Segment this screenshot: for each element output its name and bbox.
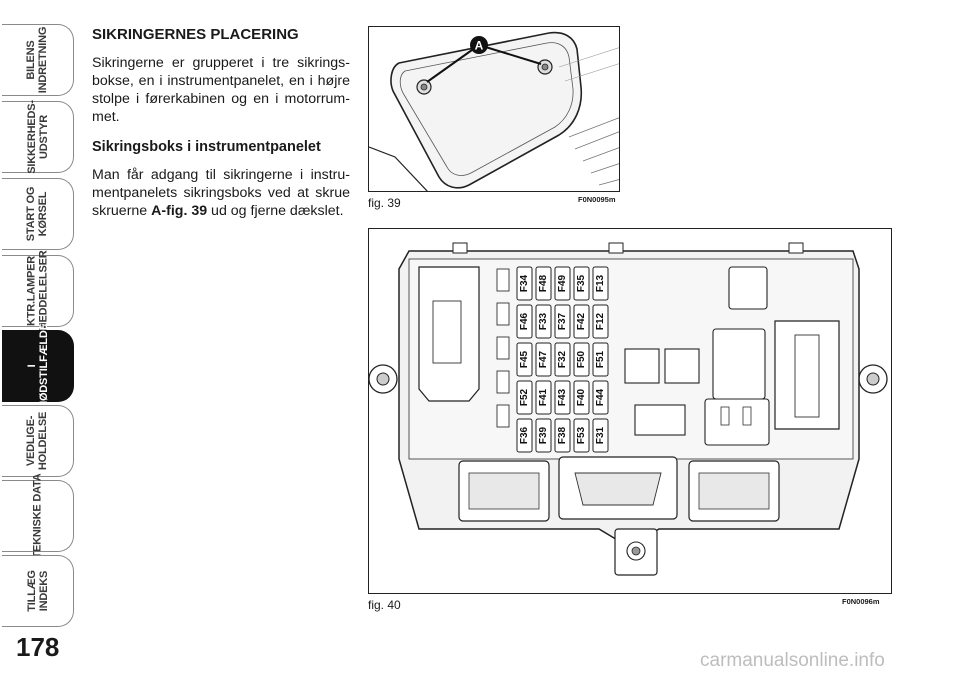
tab-bilens-indretning[interactable]: BILENS INDRETNING (2, 24, 74, 96)
fuse-slot (573, 380, 590, 415)
fuse-slot (573, 304, 590, 339)
callout-a: A (475, 39, 484, 53)
fuse-label: F47 (538, 350, 549, 368)
fuse-slot (592, 380, 609, 415)
text-column: SIKRINGERNES PLACERING Sikringerne er gr… (92, 26, 350, 220)
fuse-label: F43 (557, 388, 568, 406)
tab-tekniske-data[interactable]: TEKNISKE DATA (2, 474, 74, 559)
fuse-grid: F34F46F45F52F36F48F33F47F41F39F49F37F32F… (516, 266, 609, 453)
fuse-slot (535, 342, 552, 377)
fuse-label: F35 (576, 274, 587, 292)
tab-ktr-lamper[interactable]: KTR.LAMPER MEDDELELSER (2, 251, 74, 331)
body-text-end: ud og fjerne dækslet. (207, 203, 344, 219)
tab-start-og-korsel[interactable]: START OG KØRSEL (2, 178, 74, 250)
fuse-label: F34 (519, 274, 530, 292)
tab-label: KTR.LAMPER MEDDELELSER (25, 250, 50, 332)
fuse-label: F33 (538, 312, 549, 330)
fuse-label: F49 (557, 274, 568, 292)
figure-39: A (368, 26, 620, 192)
fuse-slot (516, 342, 533, 377)
fuse-slot (516, 418, 533, 453)
fuse-label: F37 (557, 312, 568, 330)
tab-label: TILLÆG INDEKS (25, 570, 50, 612)
fuse-label: F50 (576, 350, 587, 368)
fuse-label: F53 (576, 426, 587, 444)
page-number: 178 (16, 632, 60, 662)
dashboard-panel-illustration: A (369, 27, 619, 191)
fuse-slot (516, 266, 533, 301)
fuse-slot (554, 304, 571, 339)
fuse-label: F51 (595, 350, 606, 368)
body-paragraph: Man får adgang til sikringerne i instru­… (92, 166, 350, 220)
fuse-slot (573, 342, 590, 377)
fuse-label: F45 (519, 350, 530, 368)
fuse-slot (554, 380, 571, 415)
figure-reference: A-fig. 39 (151, 203, 208, 219)
fuse-slot (535, 418, 552, 453)
tab-sikkerhedsudstyr[interactable]: SIKKERHEDS- UDSTYR (2, 100, 74, 174)
fuse-slot (554, 342, 571, 377)
fuse-label: F41 (538, 388, 549, 406)
fuse-slot (535, 304, 552, 339)
fuse-box-illustration: F34F46F45F52F36F48F33F47F41F39F49F37F32F… (369, 242, 888, 576)
fig39-code: F0N0095m (578, 195, 616, 204)
fuse-slot (535, 266, 552, 301)
fuse-label: F39 (538, 426, 549, 444)
fuse-slot (573, 266, 590, 301)
body-text: Man får adgang til sikringerne i instru­… (92, 167, 350, 219)
fuse-label: F44 (595, 388, 606, 406)
fuse-label: F48 (538, 274, 549, 292)
fuse-label: F31 (595, 426, 606, 444)
fuse-label: F13 (595, 274, 606, 292)
chapter-sidebar: BILENS INDRETNING SIKKERHEDS- UDSTYR STA… (0, 0, 80, 677)
fuse-slot (516, 380, 533, 415)
fuse-label: F36 (519, 426, 530, 444)
sub-heading: Sikringsboks i instrumentpanelet (92, 139, 321, 155)
fig40-code: F0N0096m (842, 597, 880, 606)
fuse-label: F42 (576, 312, 587, 330)
tab-label: TEKNISKE DATA (31, 473, 44, 559)
fuse-label: F32 (557, 350, 568, 368)
fuse-label: F40 (576, 388, 587, 406)
fuse-slot (535, 380, 552, 415)
fuse-slot (592, 342, 609, 377)
fuse-slot (573, 418, 590, 453)
fig39-caption: fig. 39 (368, 196, 401, 210)
tab-nodstilfaelde[interactable]: I NØDSTILFÆLDE (2, 323, 74, 409)
tab-label: VEDLIGE- HOLDELSE (25, 411, 50, 471)
tab-label: START OG KØRSEL (25, 186, 50, 242)
tab-vedligeholdelse[interactable]: VEDLIGE- HOLDELSE (2, 405, 74, 477)
fuse-label: F12 (595, 312, 606, 330)
fig40-caption: fig. 40 (368, 598, 401, 612)
fuse-slot (592, 418, 609, 453)
watermark: carmanualsonline.info (700, 650, 885, 671)
section-heading: SIKRINGERNES PLACERING (92, 26, 299, 43)
fuse-slot (516, 304, 533, 339)
fuse-label: F52 (519, 388, 530, 406)
tab-label: BILENS INDRETNING (25, 26, 50, 94)
fuse-slot (592, 266, 609, 301)
fuse-slot (554, 418, 571, 453)
tab-label: SIKKERHEDS- UDSTYR (25, 100, 50, 174)
fuse-slot (554, 266, 571, 301)
intro-paragraph: Sikringerne er grupperet i tre sikrings­… (92, 55, 350, 125)
fuse-slot (592, 304, 609, 339)
tab-tillaeg-indeks[interactable]: TILLÆG INDEKS (2, 555, 74, 627)
fuse-label: F38 (557, 426, 568, 444)
fuse-label: F46 (519, 312, 530, 330)
tab-label: I NØDSTILFÆLDE (25, 323, 50, 409)
